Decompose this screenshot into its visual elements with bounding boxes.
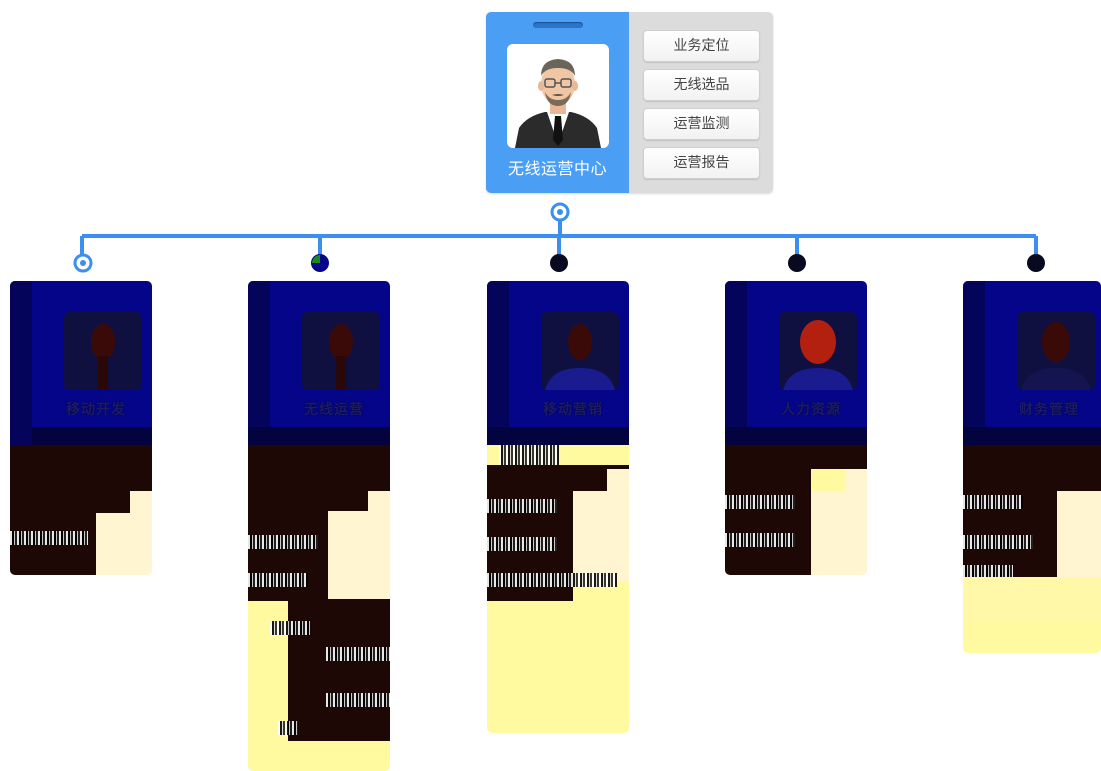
child-label: 无线运营 xyxy=(304,402,364,418)
child-connector-dot xyxy=(550,254,568,272)
person-avatar-icon xyxy=(1017,312,1095,390)
person-avatar-icon xyxy=(302,312,380,390)
root-menu: 业务定位 无线选品 运营监测 运营报告 xyxy=(643,30,760,179)
person-avatar-icon xyxy=(779,312,857,390)
child-node[interactable]: 移动营销 xyxy=(487,281,629,733)
child-node[interactable]: 无线运营 xyxy=(248,281,390,771)
child-connector-dot xyxy=(73,253,93,273)
badge-slot xyxy=(533,22,583,28)
person-avatar-icon xyxy=(541,312,619,390)
root-connector-dot xyxy=(550,202,570,222)
root-node[interactable]: 无线运营中心 业务定位 无线选品 运营监测 运营报告 xyxy=(486,12,773,193)
child-node[interactable]: 人力资源 xyxy=(725,281,867,575)
child-label: 人力资源 xyxy=(781,402,841,418)
menu-item-wireless-selection[interactable]: 无线选品 xyxy=(643,69,760,101)
child-label: 移动开发 xyxy=(66,402,126,418)
menu-item-business-positioning[interactable]: 业务定位 xyxy=(643,30,760,62)
child-header: 人力资源 xyxy=(725,281,867,445)
root-title: 无线运营中心 xyxy=(507,159,607,178)
child-connector-dot xyxy=(1027,254,1045,272)
child-connector-dot xyxy=(311,254,329,272)
menu-item-operations-monitoring[interactable]: 运营监测 xyxy=(643,108,760,140)
person-avatar-icon xyxy=(64,312,142,390)
root-profile-panel: 无线运营中心 xyxy=(486,12,629,193)
child-label: 财务管理 xyxy=(1019,402,1079,418)
child-connector-dot xyxy=(788,254,806,272)
manager-avatar-icon xyxy=(507,44,609,148)
child-header: 财务管理 xyxy=(963,281,1101,445)
child-header: 移动开发 xyxy=(10,281,152,445)
child-header: 无线运营 xyxy=(248,281,390,445)
child-node[interactable]: 移动开发 xyxy=(10,281,152,575)
child-node[interactable]: 财务管理 xyxy=(963,281,1101,653)
menu-item-operations-report[interactable]: 运营报告 xyxy=(643,147,760,179)
child-header: 移动营销 xyxy=(487,281,629,445)
child-label: 移动营销 xyxy=(543,402,603,418)
